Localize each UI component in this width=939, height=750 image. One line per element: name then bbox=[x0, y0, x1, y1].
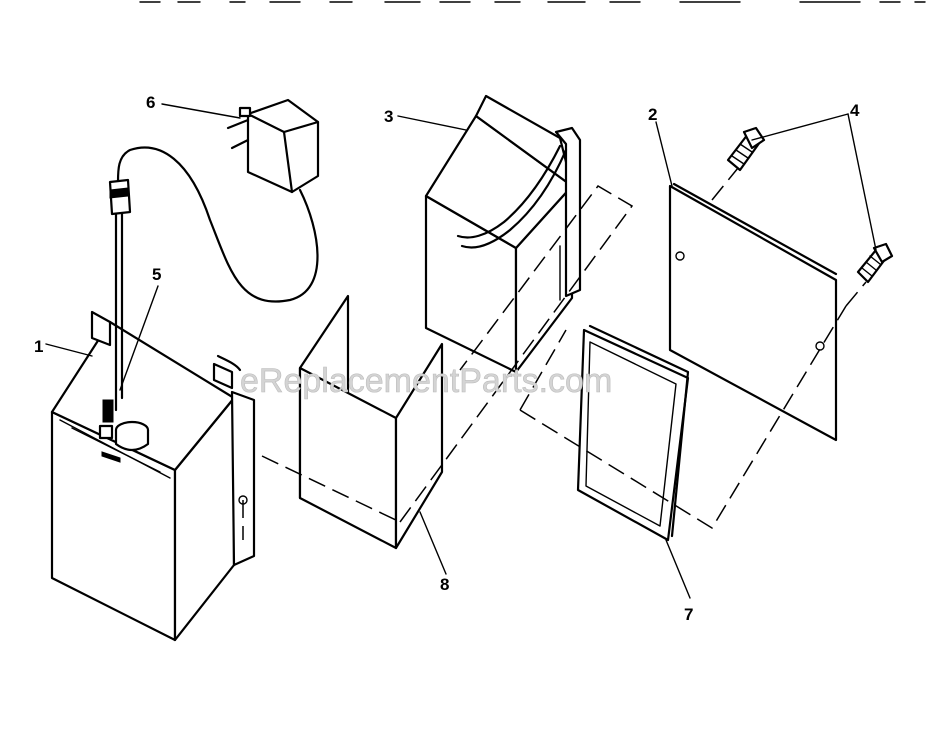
part-6-power-adapter bbox=[108, 98, 320, 412]
callout-4: 4 bbox=[850, 101, 860, 120]
part-3-battery-block bbox=[424, 94, 582, 374]
callout-6: 6 bbox=[146, 93, 155, 112]
assembly-lines bbox=[242, 167, 867, 540]
callout-7: 7 bbox=[684, 605, 693, 624]
callout-3: 3 bbox=[384, 107, 393, 126]
part-2-cover-panel bbox=[668, 182, 838, 442]
part-1-housing bbox=[50, 310, 256, 642]
watermark-text: eReplacementParts.com bbox=[240, 362, 612, 400]
callouts: 1 2 3 4 5 6 7 8 bbox=[34, 93, 860, 624]
leader-lines bbox=[45, 103, 877, 599]
part-4-screw-upper bbox=[726, 126, 766, 172]
part-8-u-bracket bbox=[298, 294, 444, 550]
part-4-screw-lower bbox=[856, 242, 894, 284]
callout-8: 8 bbox=[440, 575, 449, 594]
callout-1: 1 bbox=[34, 337, 43, 356]
callout-2: 2 bbox=[648, 105, 657, 124]
part-7-filter-pad bbox=[576, 324, 690, 542]
callout-5: 5 bbox=[152, 265, 161, 284]
